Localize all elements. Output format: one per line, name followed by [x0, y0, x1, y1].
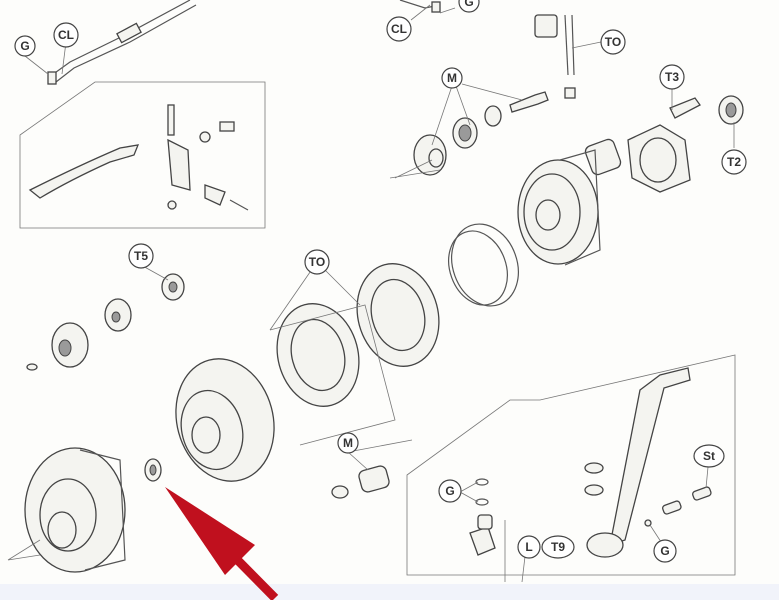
- thrust-washer: [144, 458, 162, 482]
- friction-plate-1: [356, 263, 440, 367]
- svg-text:G: G: [464, 0, 473, 9]
- red-arrow-icon: [165, 487, 279, 600]
- pivot-bolt: [167, 104, 175, 136]
- steel-plate: [276, 303, 360, 407]
- label-l: L: [517, 535, 541, 559]
- svg-text:TO: TO: [605, 35, 621, 49]
- svg-text:T5: T5: [134, 249, 148, 263]
- clutch-hub: [517, 149, 601, 266]
- svg-text:M: M: [447, 71, 457, 85]
- label-m-shaft: M: [441, 67, 463, 89]
- wire-ring: [448, 223, 519, 307]
- svg-text:TO: TO: [309, 255, 325, 269]
- label-g-ball: G: [653, 539, 677, 563]
- svg-text:M: M: [343, 436, 353, 450]
- svg-text:G: G: [660, 544, 669, 558]
- adjuster: [219, 121, 235, 132]
- svg-text:G: G: [20, 39, 29, 53]
- label-t5: T5: [128, 243, 154, 269]
- label-m-bush: M: [337, 432, 359, 454]
- svg-text:L: L: [525, 540, 532, 554]
- small-gears: [26, 273, 185, 371]
- label-cl-top: CL: [386, 16, 412, 42]
- label-st: St: [693, 444, 725, 468]
- clutch-cable: [47, 0, 197, 85]
- label-g-orings: G: [438, 479, 462, 503]
- lever-bracket: [167, 138, 191, 191]
- label-to-plates: TO: [304, 249, 330, 275]
- label-t3: T3: [659, 64, 685, 90]
- lever-assembly-box: [19, 81, 266, 229]
- svg-text:CL: CL: [391, 22, 407, 36]
- label-cl-cable: CL: [53, 22, 79, 48]
- svg-text:G: G: [445, 484, 454, 498]
- svg-text:T9: T9: [551, 540, 565, 554]
- label-t9: T9: [541, 535, 575, 559]
- clutch-basket: [175, 304, 396, 482]
- pressure-plate-parts: [584, 95, 744, 193]
- svg-text:CL: CL: [58, 28, 74, 42]
- label-to-arm: TO: [600, 29, 626, 55]
- footer-strip: [0, 584, 779, 600]
- clutch-spring: [584, 138, 622, 176]
- label-g-top: G: [458, 0, 480, 13]
- cable-end-top: [399, 0, 441, 13]
- label-t2: T2: [721, 149, 747, 175]
- kickstart-box: [406, 354, 736, 576]
- kick-lever-boss: [586, 532, 624, 558]
- primary-gear: [24, 447, 126, 573]
- release-arm: [534, 14, 576, 99]
- svg-text:St: St: [703, 449, 715, 463]
- label-g-cable: G: [14, 35, 36, 57]
- bushing: [331, 465, 390, 499]
- leader-lines: [7, 4, 735, 583]
- svg-text:T2: T2: [727, 155, 741, 169]
- svg-text:T3: T3: [665, 70, 679, 84]
- t3-bolt: [669, 97, 701, 119]
- clutch-lever: [28, 144, 140, 199]
